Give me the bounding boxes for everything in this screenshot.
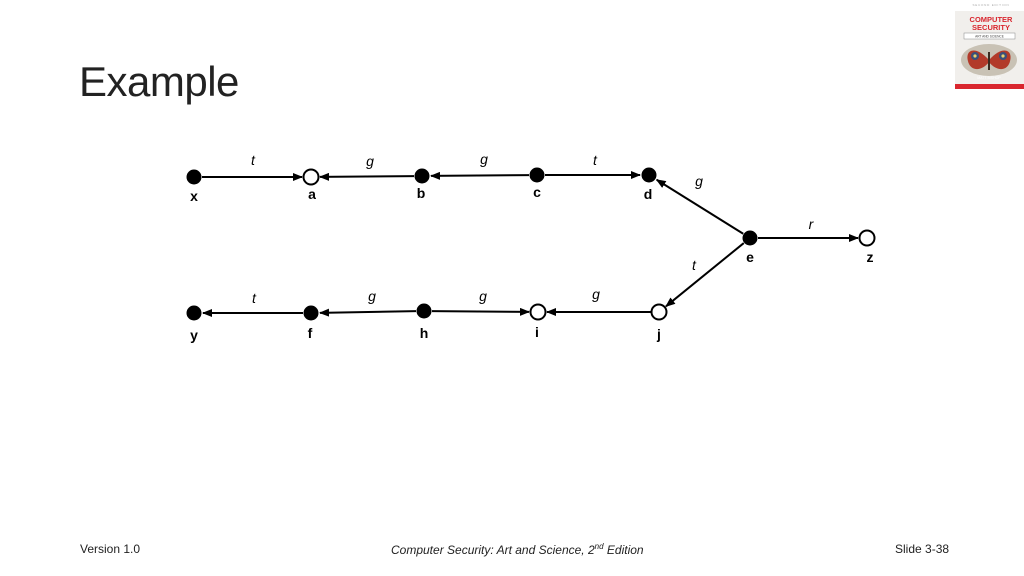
cover-edition-text: SECOND EDITION bbox=[972, 3, 1009, 7]
node-label-b: b bbox=[417, 185, 426, 201]
edge-b-a bbox=[318, 172, 415, 181]
edge-h-i bbox=[431, 307, 531, 316]
node-label-a: a bbox=[308, 186, 316, 202]
edge-e-j bbox=[665, 242, 745, 308]
cover-author: MATT BISHOP bbox=[977, 76, 1001, 80]
footer-book-title-sup: nd bbox=[594, 542, 604, 551]
edge-label-x-a: t bbox=[251, 152, 256, 168]
node-i bbox=[529, 303, 547, 321]
footer-book-title: Computer Security: Art and Science, 2nd … bbox=[391, 542, 644, 557]
node-label-f: f bbox=[308, 325, 313, 341]
edge-label-h-f: g bbox=[368, 288, 376, 304]
node-y bbox=[186, 305, 202, 321]
node-b bbox=[414, 168, 430, 184]
node-c bbox=[529, 167, 545, 183]
node-label-z: z bbox=[867, 249, 874, 265]
cover-title-line2: SECURITY bbox=[972, 23, 1010, 32]
edge-label-b-a: g bbox=[366, 153, 374, 169]
cover-title-line1: COMPUTER bbox=[970, 15, 1014, 24]
node-label-h: h bbox=[420, 325, 429, 341]
footer-version: Version 1.0 bbox=[80, 542, 141, 556]
cover-subtitle: ART AND SCIENCE bbox=[975, 35, 1004, 39]
edge-label-f-y: t bbox=[252, 290, 257, 306]
node-label-d: d bbox=[644, 186, 653, 202]
footer-book-title-tail: Edition bbox=[603, 543, 644, 557]
butterfly-illustration bbox=[961, 44, 1017, 76]
edge-label-c-d: t bbox=[593, 152, 598, 168]
node-d bbox=[641, 167, 657, 183]
edge-e-d bbox=[655, 178, 744, 235]
edge-h-f bbox=[318, 308, 417, 317]
edge-label-e-j: t bbox=[692, 257, 697, 273]
edge-label-e-z: r bbox=[809, 216, 815, 232]
node-label-i: i bbox=[535, 324, 539, 340]
edge-label-c-b: g bbox=[480, 151, 488, 167]
node-label-x: x bbox=[190, 188, 198, 204]
footer-book-title-main: Computer Security: Art and Science, 2 bbox=[391, 543, 595, 557]
node-label-j: j bbox=[656, 326, 661, 342]
node-z bbox=[858, 229, 876, 247]
edge-c-b bbox=[429, 171, 530, 180]
node-a bbox=[302, 168, 320, 186]
edge-label-j-i: g bbox=[592, 286, 600, 302]
node-e bbox=[742, 230, 758, 246]
node-h bbox=[416, 303, 432, 319]
footer-slide-number: Slide 3-38 bbox=[895, 542, 950, 556]
node-f bbox=[303, 305, 319, 321]
slide-title: Example bbox=[79, 58, 239, 105]
node-label-c: c bbox=[533, 184, 541, 200]
node-label-e: e bbox=[746, 249, 754, 265]
node-j bbox=[650, 303, 668, 321]
edge-label-h-i: g bbox=[479, 288, 487, 304]
node-x bbox=[186, 169, 202, 185]
node-label-y: y bbox=[190, 327, 198, 343]
edge-label-e-d: g bbox=[695, 173, 703, 189]
book-cover-image: SECOND EDITION COMPUTER SECURITY ART AND… bbox=[955, 0, 1024, 89]
